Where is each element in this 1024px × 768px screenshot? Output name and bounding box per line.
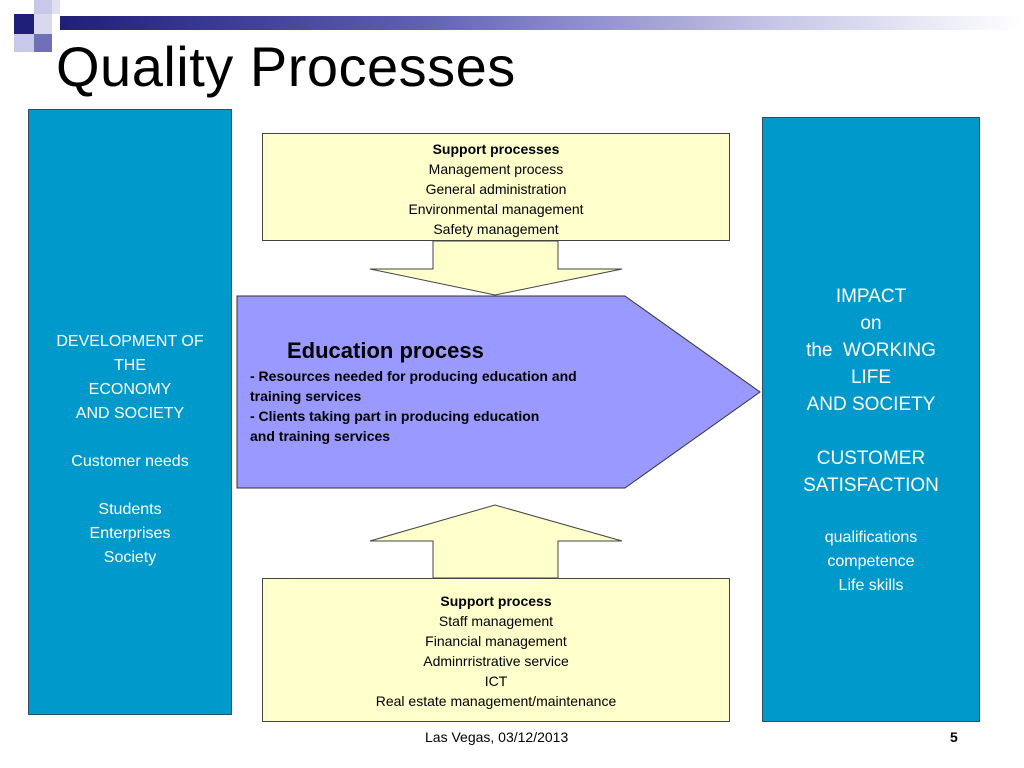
bottom-support-box: Support process Staff management Financi…: [262, 578, 730, 722]
impact-detail-line: competence: [827, 553, 915, 570]
decor-square-light: [14, 34, 34, 52]
education-text: Education process - Resources needed for…: [250, 336, 720, 446]
top-support-heading: Support processes: [432, 141, 560, 157]
footer-location-date: Las Vegas, 03/12/2013: [425, 729, 569, 745]
top-support-item: Environmental management: [408, 201, 584, 217]
bottom-support-item: ICT: [484, 673, 508, 689]
decor-square-light: [34, 14, 52, 34]
education-line: - Clients taking part in producing educa…: [250, 408, 540, 424]
impact-line: IMPACT: [835, 286, 907, 307]
top-support-item: Safety management: [433, 221, 559, 237]
bottom-support-item: Real estate management/maintenance: [375, 693, 617, 709]
development-line: ECONOMY: [88, 381, 172, 398]
development-box: DEVELOPMENT OF THE ECONOMY AND SOCIETY C…: [28, 109, 232, 715]
education-line: - Resources needed for producing educati…: [250, 368, 577, 384]
impact-line: AND SOCIETY: [806, 394, 936, 415]
impact-box: IMPACT on the WORKING LIFE AND SOCIETY C…: [762, 117, 980, 722]
development-line: Customer needs: [71, 453, 189, 470]
development-line: AND SOCIETY: [75, 405, 185, 422]
development-box-text: DEVELOPMENT OF THE ECONOMY AND SOCIETY C…: [29, 330, 231, 570]
development-line: THE: [114, 357, 146, 374]
impact-box-text: IMPACT on the WORKING LIFE AND SOCIETY C…: [763, 283, 979, 598]
title-bar: [60, 16, 1024, 30]
education-title: Education process: [287, 338, 484, 363]
development-line: Students: [98, 501, 162, 518]
impact-detail-line: Life skills: [838, 577, 904, 594]
impact-detail-line: qualifications: [824, 529, 918, 546]
development-line: Society: [103, 549, 157, 566]
impact-line: SATISFACTION: [803, 475, 939, 496]
bottom-support-item: Staff management: [438, 613, 554, 629]
decor-square-mid: [34, 34, 52, 52]
development-line: DEVELOPMENT OF: [56, 333, 204, 350]
impact-line: CUSTOMER: [816, 448, 926, 469]
bottom-support-heading: Support process: [440, 593, 552, 609]
impact-line: on: [860, 313, 882, 334]
bottom-support-item: Adminrristrative service: [423, 653, 569, 669]
down-arrow: [369, 240, 623, 296]
top-support-item: Management process: [428, 161, 564, 177]
up-arrow: [369, 504, 623, 579]
decor-square-dark: [14, 14, 34, 34]
education-line: and training services: [250, 428, 391, 444]
impact-line: the WORKING: [806, 340, 936, 361]
page-number: 5: [950, 729, 958, 745]
top-support-box: Support processes Management process Gen…: [262, 133, 730, 241]
top-support-item: General administration: [425, 181, 567, 197]
decor-square-light: [34, 0, 52, 14]
bottom-support-item: Financial management: [425, 633, 567, 649]
decor-square-light: [52, 0, 60, 14]
development-line: Enterprises: [89, 525, 171, 542]
education-line: training services: [250, 388, 362, 404]
slide-title: Quality Processes: [56, 35, 516, 98]
education-arrow: [236, 295, 761, 489]
impact-line: LIFE: [850, 367, 892, 388]
